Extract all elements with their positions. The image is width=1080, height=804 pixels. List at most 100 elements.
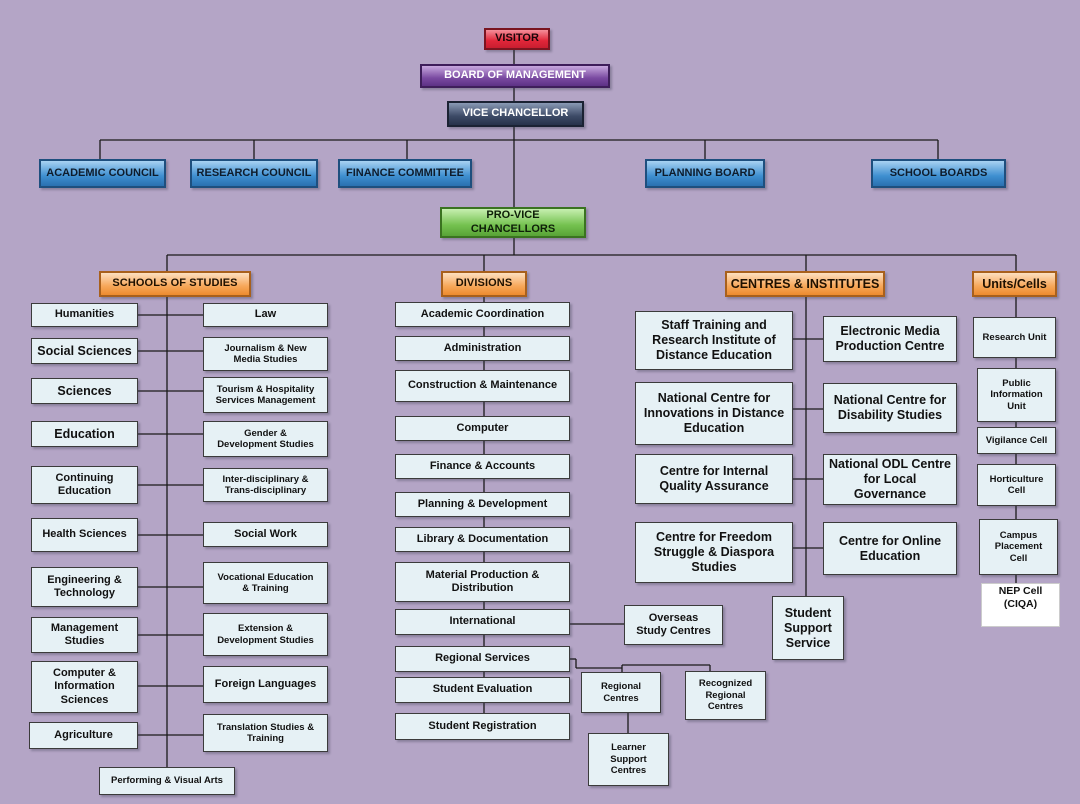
school-box: Continuing Education (31, 466, 138, 504)
school-box: Performing & Visual Arts (99, 767, 235, 795)
school-box: Foreign Languages (203, 666, 328, 703)
division-box: Student Evaluation (395, 677, 570, 703)
centre-label: National ODL Centre for Local Governance (828, 457, 951, 501)
unit-box: Research Unit (973, 317, 1056, 358)
unit-label: Horticulture Cell (989, 473, 1044, 496)
centre-label: National Centre for Disability Studies (833, 393, 947, 422)
centre-box: National Centre for Disability Studies (823, 383, 957, 433)
division-label: Material Production & Distribution (425, 568, 540, 594)
school-box: Law (203, 303, 328, 327)
school-label: Education (54, 426, 115, 441)
school-label: Humanities (54, 308, 115, 321)
centre-label: Centre for Online Education (838, 533, 942, 563)
school-box: Journalism & New Media Studies (203, 337, 328, 371)
pro-vice-chancellors-box: PRO-VICE CHANCELLORS (440, 207, 586, 238)
school-boards-box: SCHOOL BOARDS (871, 159, 1006, 188)
unit-box: Campus Placement Cell (979, 519, 1058, 575)
school-box: Education (31, 421, 138, 447)
school-box: Social Sciences (31, 338, 138, 364)
recognized-regional-centres-box: Recognized Regional Centres (685, 671, 766, 720)
school-box: Translation Studies & Training (203, 714, 328, 752)
division-box: International (395, 609, 570, 635)
overseas-study-centres-box: Overseas Study Centres (624, 605, 723, 645)
centre-box: Centre for Internal Quality Assurance (635, 454, 793, 504)
unit-label: Public Information Unit (990, 377, 1043, 412)
division-label: Student Registration (428, 719, 537, 732)
research-council-box: RESEARCH COUNCIL (190, 159, 318, 188)
school-box: Extension & Development Studies (203, 613, 328, 656)
schools-of-studies-label: SCHOOLS OF STUDIES (112, 277, 238, 290)
division-label: Finance & Accounts (429, 459, 536, 472)
division-box: Computer (395, 416, 570, 441)
school-box: Sciences (31, 378, 138, 404)
school-label: Agriculture (54, 728, 113, 741)
learner-support-centres-label: Learner Support Centres (610, 742, 647, 777)
division-label: Regional Services (435, 652, 530, 665)
school-label: Tourism & Hospitality Services Managemen… (215, 383, 316, 406)
school-label: Engineering & Technology (47, 573, 122, 599)
division-box: Regional Services (395, 646, 570, 672)
research-council-label: RESEARCH COUNCIL (196, 166, 312, 179)
unit-box: Vigilance Cell (977, 427, 1056, 454)
school-label: Social Sciences (37, 343, 132, 358)
schools-of-studies-header: SCHOOLS OF STUDIES (99, 271, 251, 297)
division-label: Construction & Maintenance (407, 379, 558, 392)
planning-board-box: PLANNING BOARD (645, 159, 765, 188)
centre-box: National Centre for Innovations in Dista… (635, 382, 793, 445)
regional-centres-box: Regional Centres (581, 672, 661, 713)
school-box: Gender & Development Studies (203, 421, 328, 457)
school-label: Health Sciences (42, 528, 127, 541)
school-boards-label: SCHOOL BOARDS (889, 166, 988, 179)
division-label: Academic Coordination (420, 307, 545, 320)
centre-box: National ODL Centre for Local Governance (823, 454, 957, 505)
division-box: Construction & Maintenance (395, 370, 570, 402)
school-label: Continuing Education (55, 471, 114, 497)
division-label: Computer (456, 421, 509, 434)
pro-vice-chancellors-label: PRO-VICE CHANCELLORS (470, 209, 556, 235)
centre-label: Centre for Freedom Struggle & Diaspora S… (653, 530, 775, 574)
division-label: Planning & Development (417, 497, 548, 510)
board-of-management-box: BOARD OF MANAGEMENT (420, 64, 610, 88)
school-box: Vocational Education & Training (203, 562, 328, 604)
divisions-label: DIVISIONS (455, 277, 513, 290)
division-box: Material Production & Distribution (395, 562, 570, 602)
school-label: Law (254, 308, 277, 321)
school-box: Management Studies (31, 617, 138, 653)
school-label: Performing & Visual Arts (111, 775, 223, 787)
school-label: Foreign Languages (214, 677, 317, 690)
learner-support-centres-box: Learner Support Centres (588, 733, 669, 786)
school-box: Social Work (203, 522, 328, 547)
school-label: Gender & Development Studies (217, 427, 314, 450)
division-label: Administration (443, 341, 522, 354)
centre-label: Centre for Internal Quality Assurance (659, 464, 769, 493)
school-box: Tourism & Hospitality Services Managemen… (203, 377, 328, 413)
centre-label: National Centre for Innovations in Dista… (643, 391, 785, 435)
school-box: Inter-disciplinary & Trans-disciplinary (203, 468, 328, 502)
school-box: Humanities (31, 303, 138, 327)
divisions-header: DIVISIONS (441, 271, 527, 297)
recognized-regional-centres-label: Recognized Regional Centres (698, 678, 753, 713)
centre-box: Centre for Online Education (823, 522, 957, 575)
finance-committee-label: FINANCE COMMITTEE (346, 166, 464, 179)
division-box: Administration (395, 336, 570, 361)
school-label: Journalism & New Media Studies (224, 342, 307, 365)
division-label: International (449, 615, 516, 628)
overseas-study-centres-label: Overseas Study Centres (636, 611, 711, 637)
centre-box: Staff Training and Research Institute of… (635, 311, 793, 370)
regional-centres-label: Regional Centres (600, 681, 642, 704)
division-box: Academic Coordination (395, 302, 570, 327)
division-box: Planning & Development (395, 492, 570, 517)
planning-board-label: PLANNING BOARD (654, 166, 756, 179)
centre-label: Electronic Media Production Centre (835, 324, 945, 353)
unit-label: Research Unit (982, 331, 1047, 343)
visitor-label: VISITOR (495, 32, 539, 45)
centre-box: Centre for Freedom Struggle & Diaspora S… (635, 522, 793, 583)
unit-box: Public Information Unit (977, 368, 1056, 422)
units-cells-header: Units/Cells (972, 271, 1057, 297)
school-label: Extension & Development Studies (217, 623, 314, 646)
student-support-service-label: Student Support Service (784, 605, 832, 650)
centre-label: Staff Training and Research Institute of… (652, 318, 776, 362)
vice-chancellor-label: VICE CHANCELLOR (462, 107, 569, 120)
vice-chancellor-box: VICE CHANCELLOR (447, 101, 584, 127)
division-box: Finance & Accounts (395, 454, 570, 479)
